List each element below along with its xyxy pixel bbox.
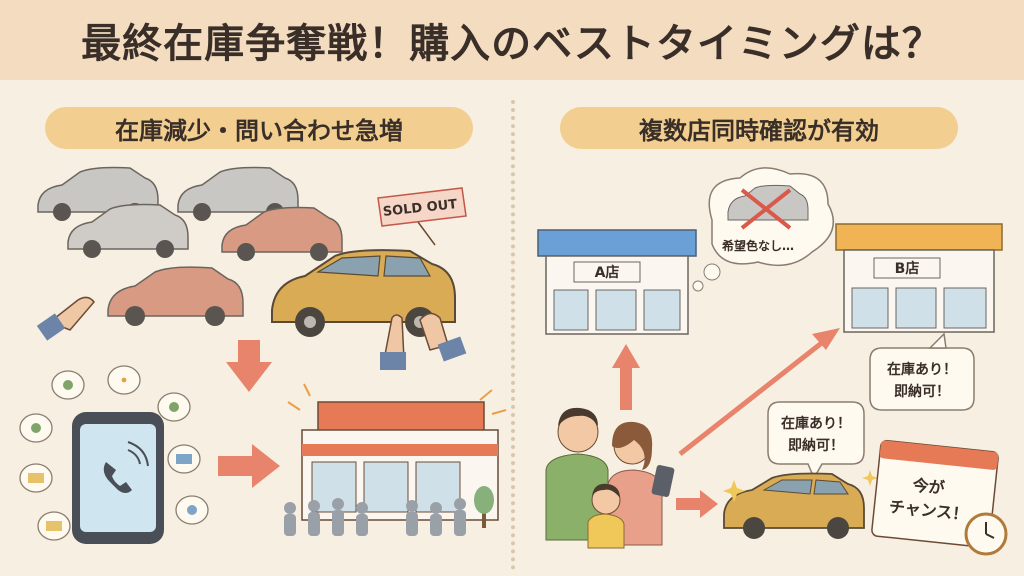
right-arrow-to-dealer <box>218 444 280 488</box>
gold-car-featured <box>271 249 456 337</box>
store-a-sign: A店 <box>595 264 620 281</box>
speech-bubble-store-b: 在庫あり！ 即納可！ <box>869 332 975 411</box>
bubble-icons <box>28 377 197 531</box>
hand-left <box>36 296 95 341</box>
store-a: A店 <box>537 229 697 335</box>
right-heading: 複数店同時確認が有効 <box>639 116 879 145</box>
bubble-car-line-1: 在庫あり！ <box>781 415 851 432</box>
title-band <box>0 0 1024 80</box>
dealer-building <box>301 401 499 521</box>
family <box>545 407 675 549</box>
dealer-sparkle-lines <box>287 383 507 415</box>
left-heading: 在庫減少・問い合わせ急増 <box>115 116 403 145</box>
calendar-line-1: 今が <box>911 475 946 497</box>
gray-car-3 <box>67 203 189 258</box>
left-heading-pill: 在庫減少・問い合わせ急増 <box>45 107 473 149</box>
arrow-up-to-store-a <box>612 344 640 410</box>
gold-car-right <box>723 470 878 539</box>
store-b: B店 <box>835 223 1003 333</box>
crowd-of-people <box>284 498 466 536</box>
sold-out-tag: SOLD OUT <box>377 187 467 246</box>
right-heading-pill: 複数店同時確認が有効 <box>560 107 958 149</box>
center-divider <box>511 100 515 570</box>
pink-car-2 <box>107 266 244 326</box>
bubble-b-line-1: 在庫あり！ <box>887 361 957 378</box>
bubble-car-line-2: 即納可！ <box>788 437 844 454</box>
smartphone <box>72 412 164 544</box>
arrow-diagonal-to-store-b <box>678 328 840 456</box>
down-arrow <box>226 340 272 392</box>
bubble-b-line-2: 即納可！ <box>894 383 950 400</box>
no-color-text: 希望色なし… <box>721 238 794 253</box>
page-title: 最終在庫争奪戦！購入のベストタイミングは？ <box>81 21 943 67</box>
tree <box>474 486 494 528</box>
speech-bubble-car: 在庫あり！ 即納可！ <box>767 401 865 480</box>
store-b-sign: B店 <box>895 260 920 277</box>
thought-bubble: 希望色なし… <box>692 167 834 292</box>
hands-reaching <box>380 312 467 370</box>
pink-car-1 <box>221 206 343 261</box>
arrow-right-to-car <box>676 490 718 518</box>
calendar: 今が チャンス！ <box>871 439 1008 556</box>
